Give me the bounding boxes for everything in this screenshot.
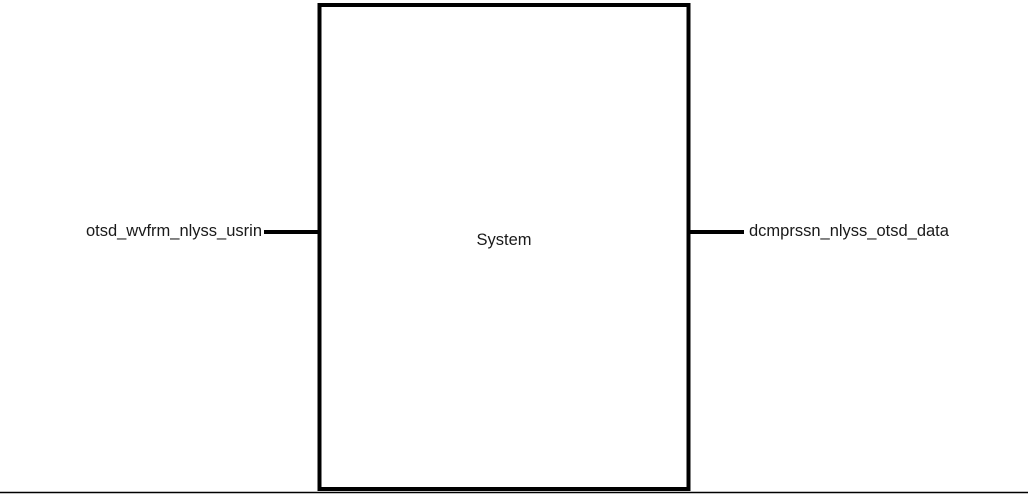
system-block-label: System bbox=[476, 231, 532, 249]
system-block bbox=[317, 3, 691, 491]
output-signal-label: dcmprssn_nlyss_otsd_data bbox=[749, 222, 949, 240]
input-signal-label: otsd_wvfrm_nlyss_usrin bbox=[85, 222, 262, 240]
